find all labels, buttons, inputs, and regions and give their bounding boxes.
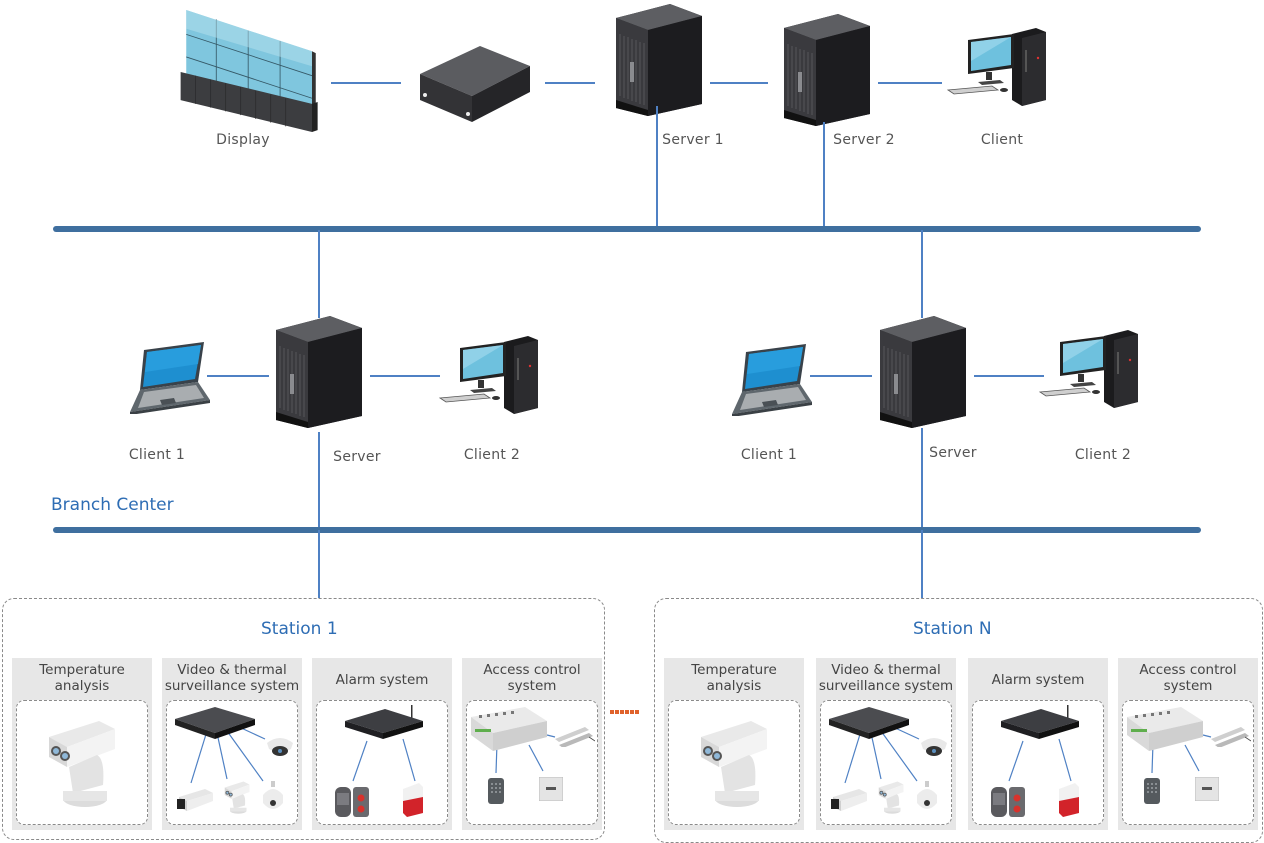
- siren-icon: [1059, 783, 1079, 817]
- branch-right-server-rack-icon: [879, 316, 966, 428]
- branch-right-desktop-icon: [1039, 330, 1139, 409]
- branch-left-laptop-icon: [130, 342, 210, 414]
- stationN-panel-alarm: Alarm system: [968, 658, 1108, 830]
- exit-button-icon: [539, 777, 563, 801]
- panel-title-line: Temperature: [39, 662, 125, 678]
- thermal-ptz-camera-icon: [49, 721, 115, 807]
- panel-title-line: Access control: [483, 662, 581, 678]
- speed-dome-icon: [917, 781, 937, 809]
- siren-icon: [403, 783, 423, 817]
- link-bus-station1: [318, 530, 320, 598]
- nvr-icon: [829, 707, 909, 739]
- bullet-camera-icon: [831, 789, 867, 811]
- alarm-hub-icon: [1001, 705, 1079, 739]
- link-bus-branch-server-right: [921, 230, 923, 318]
- branch-left-server-rack-icon: [275, 316, 362, 428]
- video-wall-icon: [180, 10, 319, 132]
- panel-title-line: system: [1163, 678, 1213, 694]
- branch-center-title: Branch Center: [51, 495, 174, 515]
- link-branch-right-server-client2: [974, 375, 1044, 377]
- branch-left-client2-label: Client 2: [463, 447, 521, 463]
- panel-title-line: surveillance system: [164, 678, 300, 694]
- beam-detector-icon: [335, 787, 369, 817]
- access-controller-icon: [471, 707, 547, 751]
- link-server1-server2: [710, 82, 768, 84]
- speed-dome-icon: [263, 781, 283, 809]
- link-branch-right-client1-server: [810, 375, 872, 377]
- backbone-bus-top: [53, 226, 1201, 232]
- branch-right-laptop-icon: [732, 344, 812, 416]
- thermal-ptz-camera-icon: [701, 721, 767, 807]
- branch-left-desktop-icon: [439, 336, 539, 415]
- alarm-links: [352, 738, 416, 782]
- panel-title-line: Video & thermal: [831, 662, 941, 678]
- bullet-camera-icon: [177, 789, 213, 811]
- thermal-camera-icon: [224, 781, 250, 814]
- alarm-links: [1008, 738, 1072, 782]
- dome-camera-icon: [921, 738, 947, 756]
- server1-rack-icon: [615, 4, 702, 116]
- magnetic-lock-icon: [1211, 727, 1251, 747]
- station-1: Station 1: [2, 598, 605, 840]
- magnetic-lock-icon: [555, 727, 595, 747]
- link-branch-right-server-bus: [921, 428, 923, 530]
- link-server1-bus: [656, 106, 658, 230]
- link-decoder-server1: [545, 82, 595, 84]
- branch-left-server-label: Server: [333, 449, 381, 465]
- link-server2-client: [878, 82, 942, 84]
- panel-title-line: analysis: [706, 678, 762, 694]
- branch-right-client2-label: Client 2: [1074, 447, 1132, 463]
- panel-title-line: surveillance system: [818, 678, 954, 694]
- panel-title-line: Access control: [1139, 662, 1237, 678]
- client-label: Client: [980, 132, 1024, 148]
- branch-right-client1-label: Client 1: [740, 447, 798, 463]
- display-label: Display: [216, 132, 270, 148]
- panel-title-line: Alarm system: [991, 672, 1085, 688]
- link-branch-left-client1-server: [207, 375, 269, 377]
- dome-camera-icon: [267, 738, 293, 756]
- alarm-hub-icon: [345, 705, 423, 739]
- panel-title-line: Alarm system: [335, 672, 429, 688]
- card-reader-icon: [488, 778, 504, 804]
- link-branch-left-server-client2: [370, 375, 440, 377]
- server1-label: Server 1: [662, 132, 724, 148]
- panel-title-line: Temperature: [691, 662, 777, 678]
- nvr-icon: [175, 707, 255, 739]
- station1-panel-alarm: Alarm system: [312, 658, 452, 830]
- link-bus-branch-server-left: [318, 230, 320, 318]
- link-server2-bus: [823, 122, 825, 230]
- access-controller-icon: [1127, 707, 1203, 751]
- station-1-title: Station 1: [261, 619, 338, 639]
- exit-button-icon: [1195, 777, 1219, 801]
- panel-title-line: Video & thermal: [177, 662, 287, 678]
- thermal-camera-icon: [878, 781, 904, 814]
- branch-left-client1-label: Client 1: [128, 447, 186, 463]
- link-display-decoder: [331, 82, 401, 84]
- branch-right-server-label: Server: [929, 445, 977, 461]
- link-bus-stationN: [921, 530, 923, 598]
- card-reader-icon: [1144, 778, 1160, 804]
- desktop-client-icon: [947, 28, 1047, 107]
- panel-title-line: analysis: [54, 678, 110, 694]
- panel-title-line: system: [507, 678, 557, 694]
- video-links: [844, 726, 920, 784]
- link-branch-left-server-bus: [318, 432, 320, 530]
- station-continuation-dots: [610, 710, 640, 714]
- decoder-icon: [420, 46, 530, 122]
- server2-rack-icon: [783, 14, 870, 126]
- station-n-title: Station N: [913, 619, 992, 639]
- backbone-bus-bottom: [53, 527, 1201, 533]
- server2-label: Server 2: [833, 132, 895, 148]
- beam-detector-icon: [991, 787, 1025, 817]
